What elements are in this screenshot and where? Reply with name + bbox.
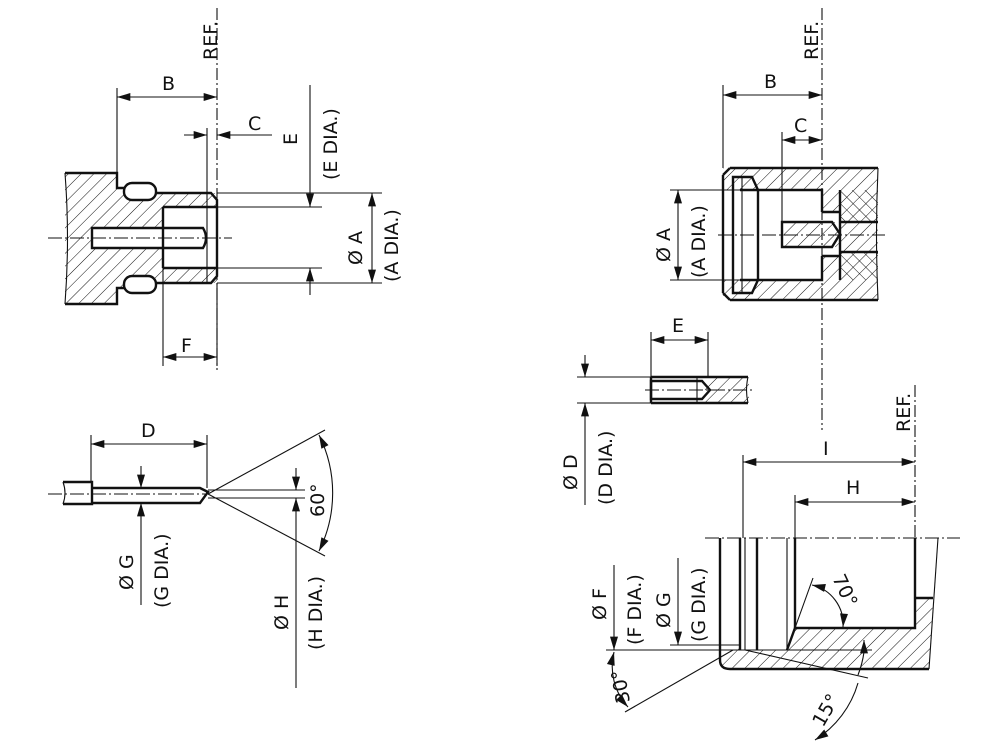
ref-label: REF.: [893, 393, 915, 432]
angle-15-label: 15°: [808, 690, 844, 730]
dim-f-label: F: [181, 335, 192, 357]
angle-60-label: 60°: [307, 483, 329, 517]
dim-h-label: H: [846, 477, 860, 499]
dim-h-dia-label: (H DIA.): [305, 576, 327, 650]
plug-body-view: REF. B C E (E DIA.) Ø A (A DIA.) F: [48, 8, 403, 370]
dim-a-dia-label: (A DIA.): [688, 205, 710, 278]
dim-f-label: Ø F: [589, 588, 611, 620]
dim-g-label: Ø G: [653, 592, 675, 628]
dim-i-label: I: [823, 438, 829, 460]
angle-70-label: 70°: [827, 571, 861, 611]
dim-e-label: E: [280, 133, 302, 145]
dim-d-label: D: [141, 420, 156, 442]
dim-e-dia-label: (E DIA.): [320, 108, 342, 180]
dim-c-label: C: [794, 115, 807, 137]
dim-a-label: Ø A: [653, 228, 675, 262]
jack-body-view: REF. B C Ø A (A DIA.): [653, 8, 885, 430]
dim-c-label: C: [248, 113, 261, 135]
ref-label: REF.: [200, 21, 222, 60]
dim-d-label: Ø D: [560, 454, 582, 490]
dim-f-dia-label: (F DIA.): [624, 574, 646, 645]
dim-b-label: B: [764, 71, 777, 93]
dim-a-dia-label: (A DIA.): [381, 209, 403, 282]
dim-g-dia-label: (G DIA.): [151, 533, 173, 608]
ref-label: REF.: [801, 21, 823, 60]
dim-g-label: Ø G: [116, 554, 138, 590]
plug-pin-view: D Ø G (G DIA.) 60° Ø H (H DIA.): [48, 420, 334, 688]
dim-g-dia-label: (G DIA.): [688, 567, 710, 642]
dim-b-label: B: [162, 73, 175, 95]
dim-d-dia-label: (D DIA.): [595, 431, 617, 505]
jack-bore-view: REF. I H Ø F (F DIA.) Ø G (G DIA.) 70° 3…: [589, 385, 960, 740]
jack-socket-view: E Ø D (D DIA.): [560, 315, 752, 505]
dim-e-label: E: [672, 315, 684, 337]
dim-a-label: Ø A: [345, 231, 367, 265]
dim-h-label: Ø H: [271, 595, 293, 630]
angle-30-label: 30°: [607, 668, 635, 705]
